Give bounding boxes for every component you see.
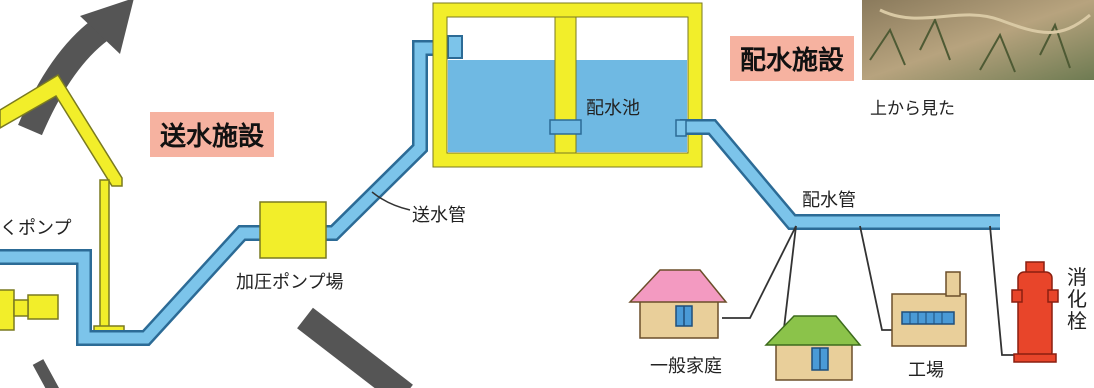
booster-pump-label: 加圧ポンプ場	[236, 272, 344, 293]
supply-pipe-leader	[371, 191, 411, 211]
pump-house	[0, 73, 125, 333]
distribution-pipe	[675, 119, 1000, 230]
household-label: 一般家庭	[650, 356, 722, 377]
seen-from-above-caption: 上から見た	[870, 99, 955, 119]
arrow-down-right-icon	[297, 307, 413, 388]
supply-facility-label: 送水施設	[150, 112, 275, 157]
house-icon	[764, 315, 862, 381]
booster-pump-box	[259, 201, 327, 259]
overhead-photo	[862, 0, 1094, 80]
distribution-facility-label: 配水施設	[730, 36, 855, 81]
service-lines	[722, 225, 1018, 363]
factory-icon	[891, 271, 967, 347]
reservoir-tank	[432, 2, 703, 168]
reservoir-label: 配水池	[586, 98, 640, 119]
arrow-up-icon	[18, 0, 134, 136]
fire-hydrant-icon	[1011, 261, 1059, 363]
supply-pipe	[0, 35, 463, 346]
house-icon	[628, 269, 728, 339]
factory-label: 工場	[908, 360, 944, 381]
arrow-down-left-icon	[32, 359, 60, 388]
distribution-pipe-label: 配水管	[802, 190, 856, 211]
hydrant-label: 消化栓	[1067, 265, 1087, 333]
supply-pipe-label: 送水管	[412, 205, 466, 226]
pump-label: くポンプ	[0, 218, 72, 239]
